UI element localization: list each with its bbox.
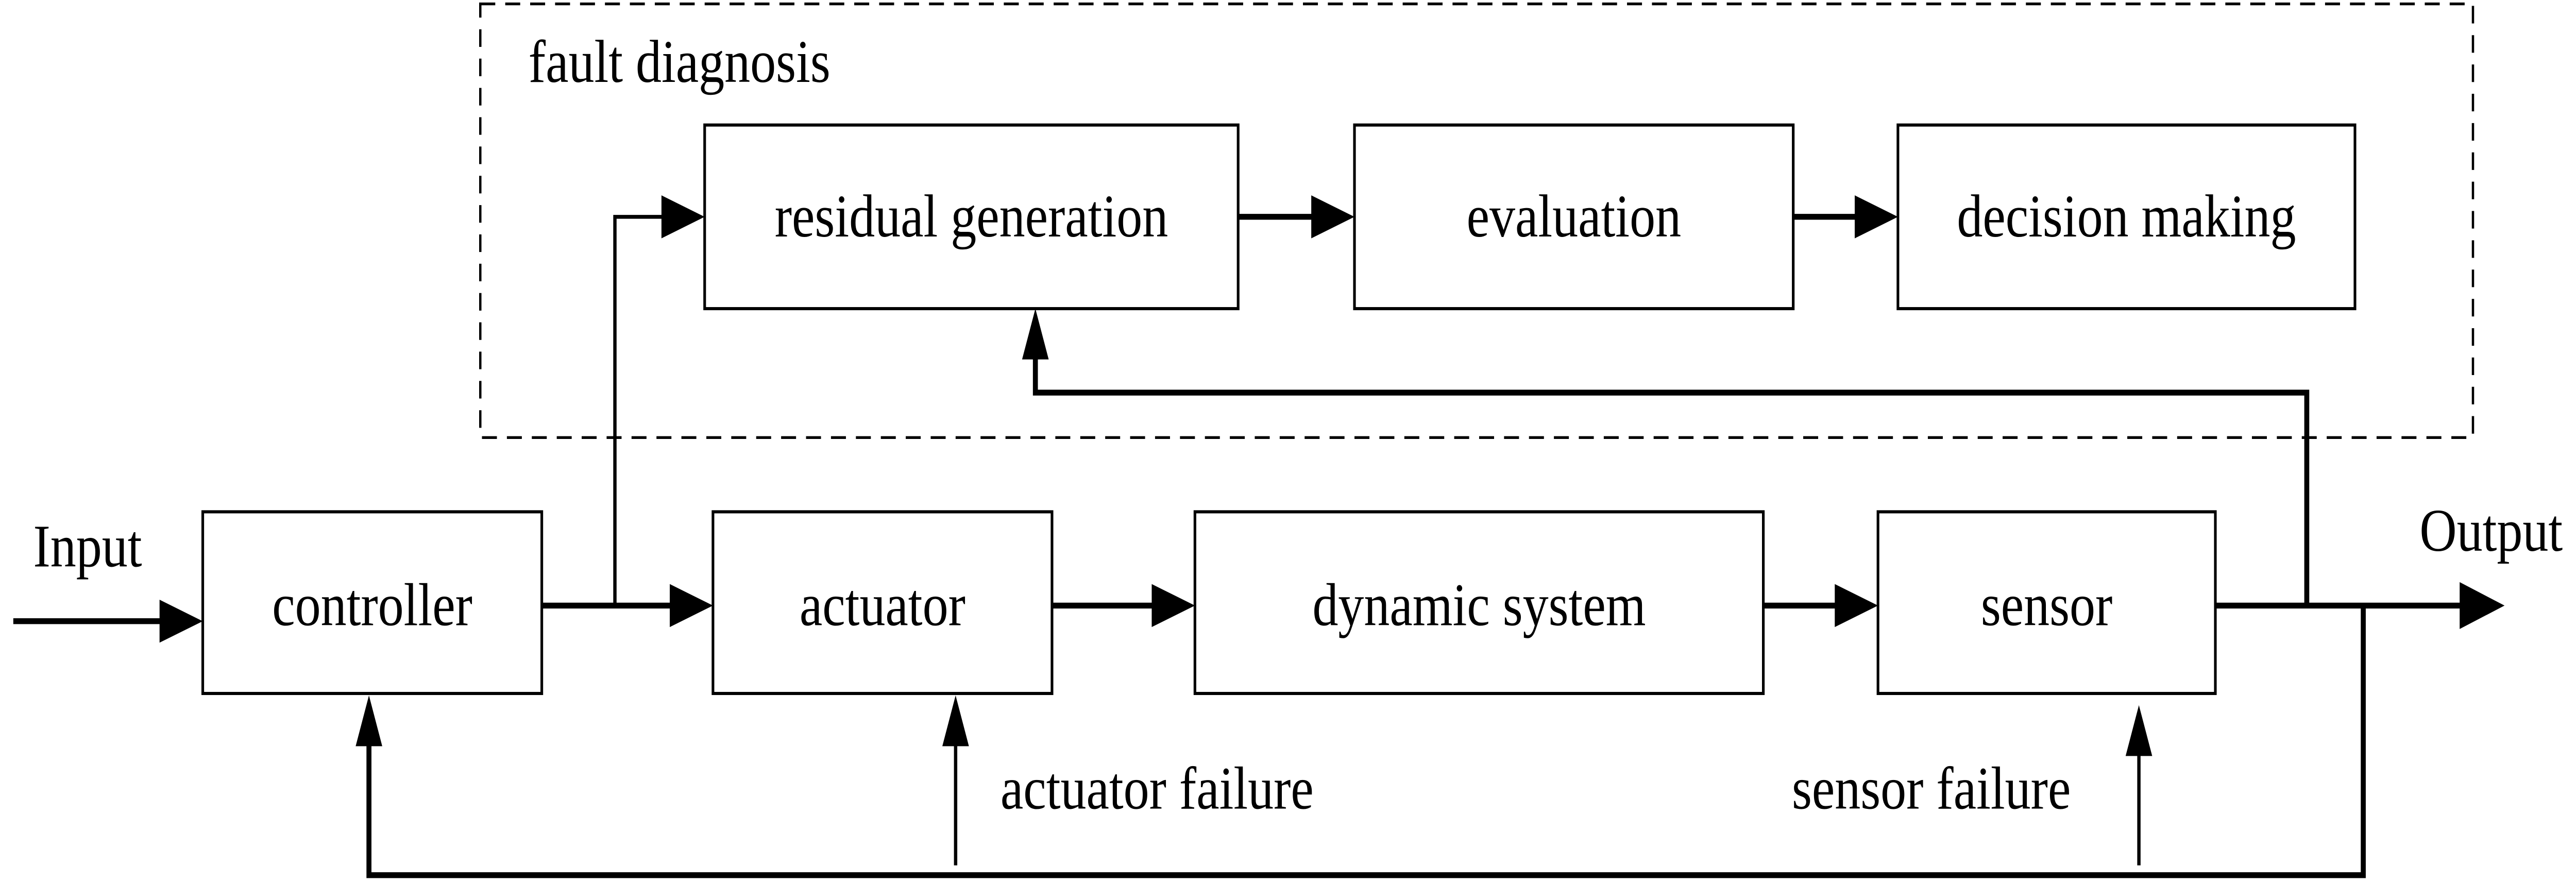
controller-to-residual-line	[613, 215, 665, 606]
block-label: dynamic system	[1312, 571, 1646, 638]
arrowhead-icon	[1835, 584, 1878, 628]
arrowhead-icon	[159, 600, 203, 643]
block-sensor: sensor	[1876, 510, 2217, 696]
output-label: Output	[2419, 497, 2563, 564]
block-controller: controller	[201, 510, 544, 696]
block-dynamic-system: dynamic system	[1193, 510, 1765, 696]
block-evaluation: evaluation	[1353, 123, 1795, 311]
input-label: Input	[33, 513, 142, 580]
arrowhead-icon	[2460, 582, 2505, 629]
block-decision-making: decision making	[1896, 123, 2357, 311]
sensor-failure-label: sensor failure	[1792, 755, 2071, 822]
block-box	[703, 123, 1240, 311]
block-label: decision making	[1957, 182, 2296, 249]
actuator-failure-label: actuator failure	[1001, 755, 1314, 822]
arrowhead-icon	[1151, 584, 1195, 628]
arrowhead-icon	[1022, 309, 1049, 360]
fault-diagnosis-group	[479, 2, 2475, 439]
block-label: actuator	[800, 571, 965, 638]
output-to-residual-line	[1032, 355, 2310, 606]
arrowhead-icon	[2125, 705, 2153, 756]
arrowhead-icon	[661, 195, 705, 239]
arrowhead-icon	[670, 584, 713, 628]
block-label: sensor	[1981, 571, 2112, 638]
block-label: controller	[272, 571, 472, 638]
block-label: evaluation	[1467, 182, 1681, 249]
arrowhead-icon	[942, 695, 969, 747]
block-box	[1353, 123, 1795, 311]
block-box	[1193, 510, 1765, 696]
arrowhead-icon	[1311, 195, 1355, 239]
block-box	[201, 510, 544, 696]
arrowhead-icon	[355, 695, 382, 747]
block-box	[1876, 510, 2217, 696]
block-box	[711, 510, 1054, 696]
connectors	[13, 195, 2505, 878]
block-actuator: actuator	[711, 510, 1054, 696]
feedback-line	[366, 605, 2366, 878]
block-label: residual generation	[775, 182, 1168, 249]
group-label: fault diagnosis	[529, 28, 831, 95]
block-residual-generation: residual generation	[703, 123, 1240, 311]
arrowhead-icon	[1855, 195, 1898, 239]
